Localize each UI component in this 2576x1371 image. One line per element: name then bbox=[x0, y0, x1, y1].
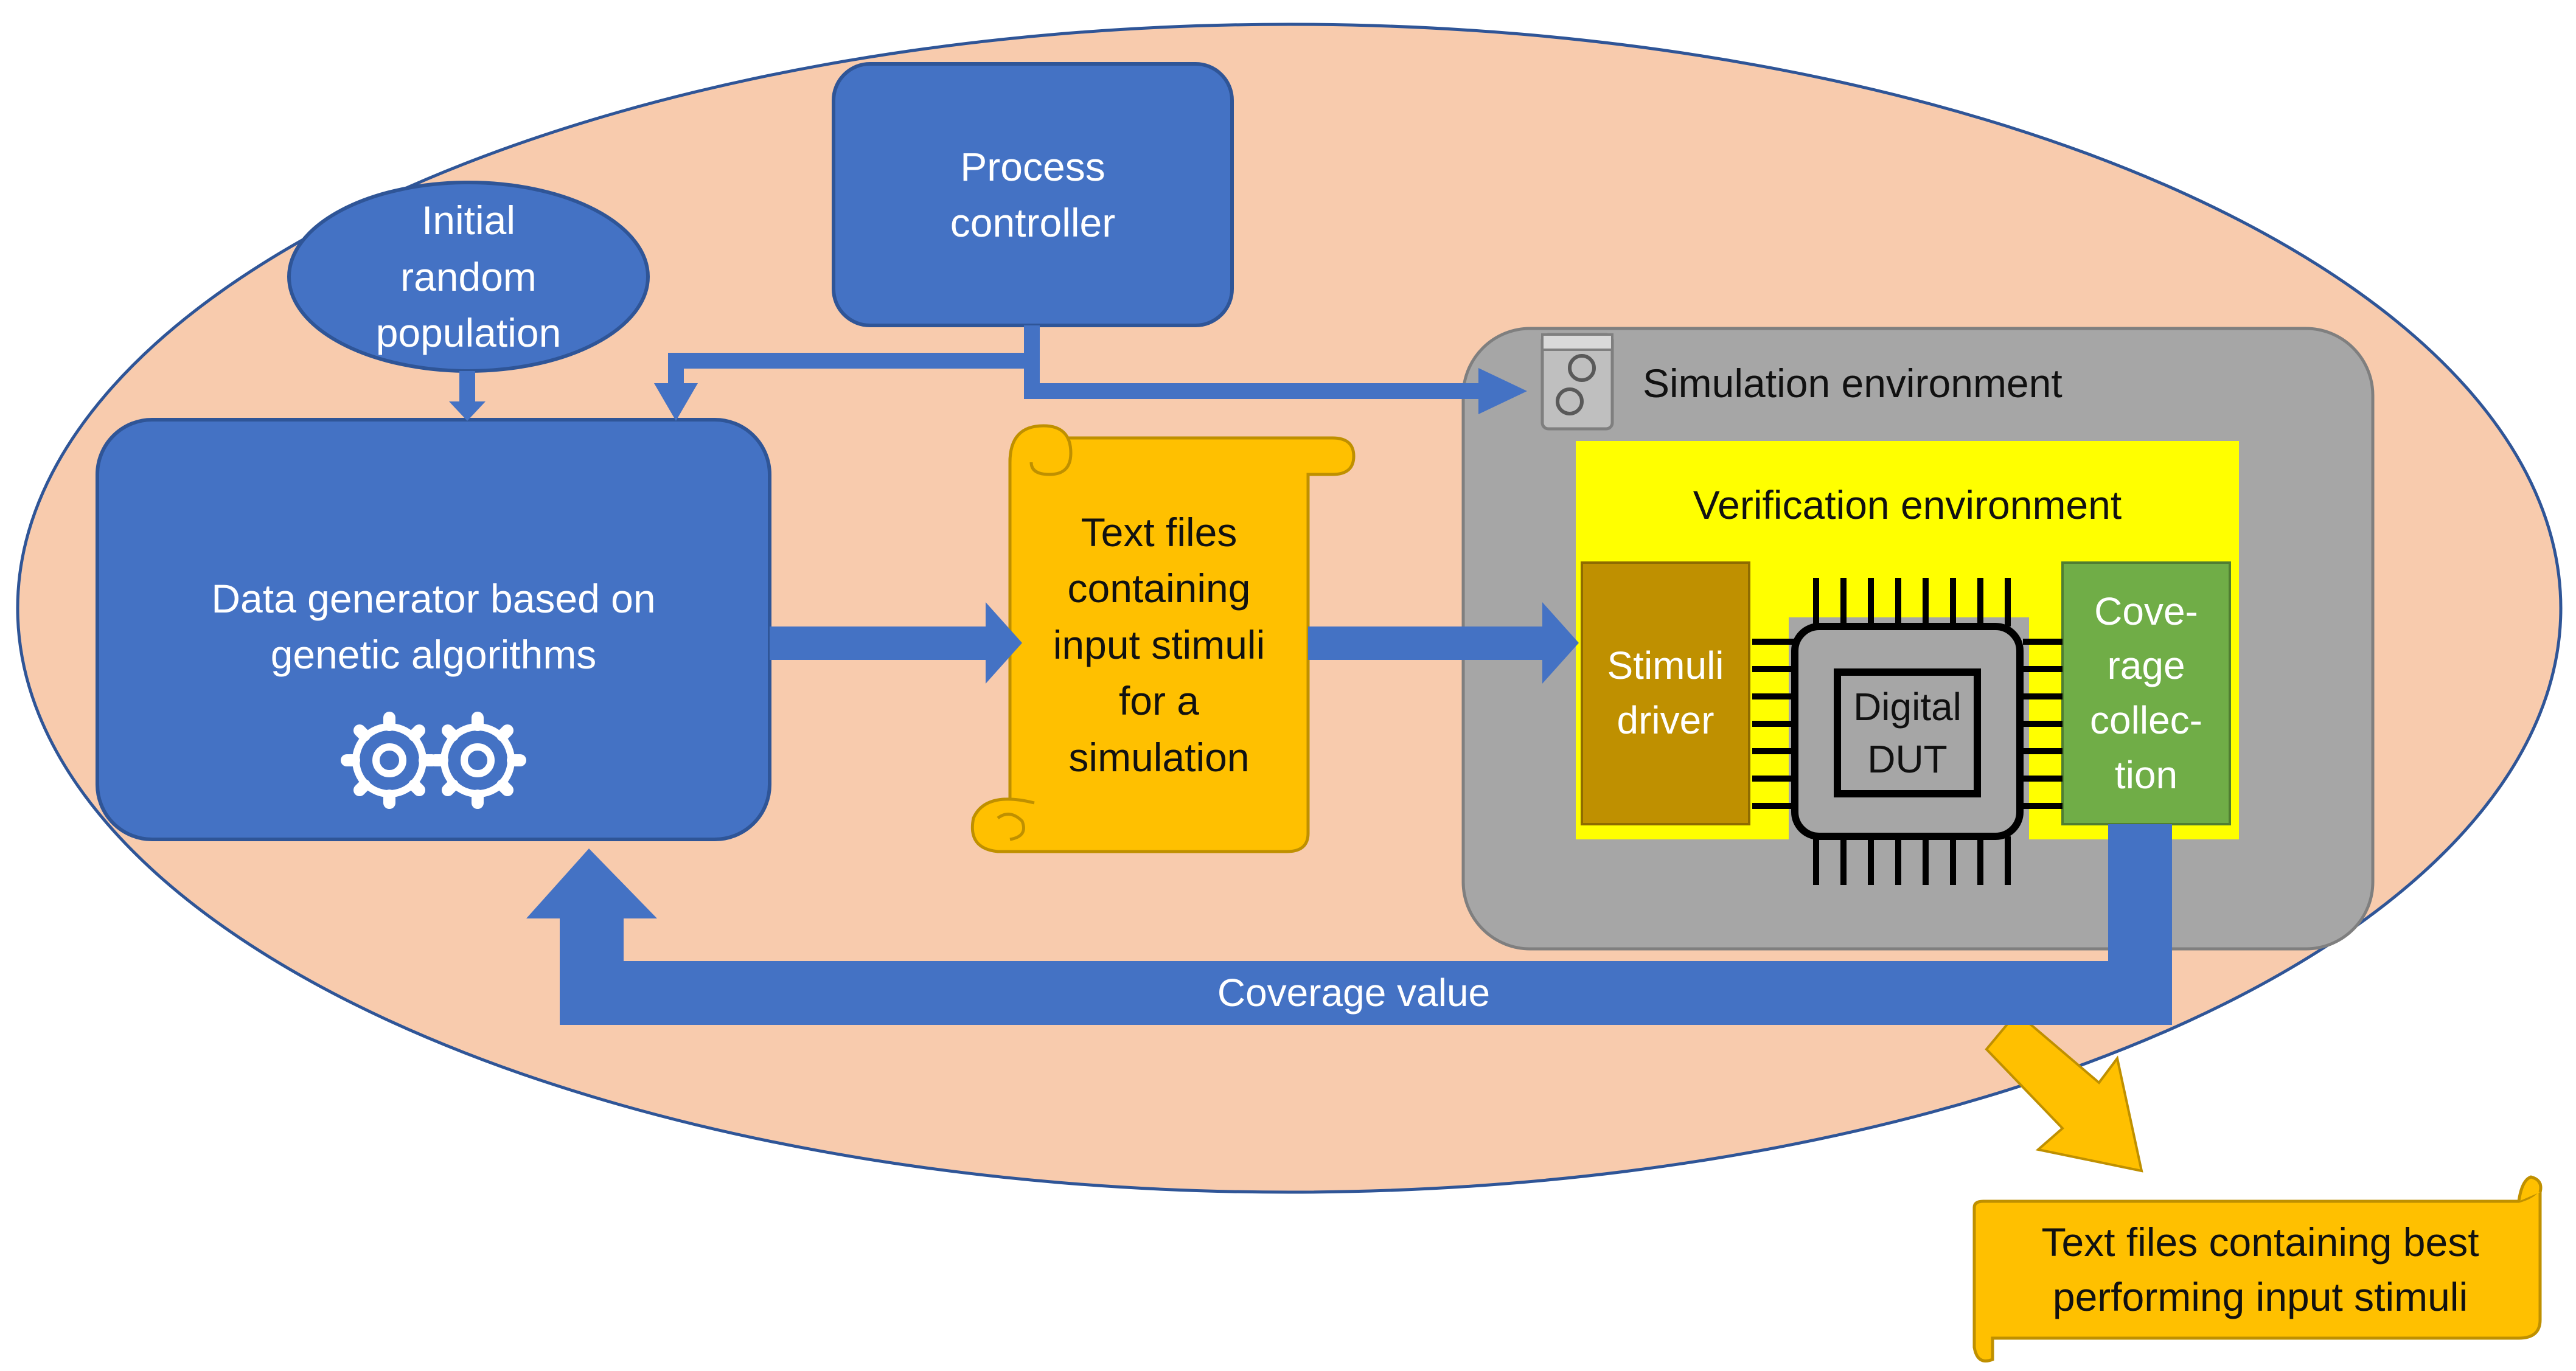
chip-icon bbox=[1752, 578, 2063, 885]
text-files-sim-label: Text files containing input stimuli for … bbox=[1010, 493, 1308, 797]
stimuli-driver-label: Stimuli driver bbox=[1582, 614, 1749, 772]
coverage-collection-line: collec- bbox=[2090, 698, 2202, 742]
process-controller-line: Process bbox=[960, 144, 1105, 189]
text-files-line: Text files bbox=[1081, 510, 1238, 555]
text-files-line: input stimuli bbox=[1053, 622, 1265, 667]
text-files-line: containing bbox=[1067, 566, 1251, 611]
stimuli-driver-box bbox=[1581, 561, 1750, 825]
best-stimuli-line: Text files containing best bbox=[2041, 1220, 2479, 1265]
best-stimuli-scroll bbox=[1972, 1175, 2543, 1362]
verification-environment-label: Verification environment bbox=[1693, 482, 2122, 527]
coverage-collection-line: tion bbox=[2114, 752, 2178, 797]
coverage-collection-line: Cove- bbox=[2094, 589, 2198, 633]
gears-icon bbox=[341, 712, 526, 809]
digital-dut-line: Digital bbox=[1853, 684, 1962, 729]
data-generator-line: genetic algorithms bbox=[270, 632, 597, 677]
data-generator-line: Data generator based on bbox=[211, 575, 656, 621]
best-stimuli-label: Text files containing best performing in… bbox=[1983, 1204, 2537, 1335]
stimuli-driver-line: driver bbox=[1617, 698, 1714, 742]
initial-population-line: random bbox=[400, 254, 537, 299]
text-files-line: for a bbox=[1118, 678, 1200, 724]
coverage-collection-box bbox=[2061, 561, 2231, 825]
script-gears-icon bbox=[1540, 333, 1614, 431]
data-generator-label: Data generator based on genetic algorith… bbox=[97, 547, 770, 706]
process-controller-label: Process controller bbox=[834, 64, 1232, 325]
coverage-collection-line: rage bbox=[2107, 644, 2185, 688]
digital-dut-line: DUT bbox=[1867, 737, 1948, 781]
stimuli-driver-line: Stimuli bbox=[1607, 644, 1724, 688]
process-controller-line: controller bbox=[950, 200, 1116, 245]
simulation-environment-label: Simulation environment bbox=[1643, 360, 2063, 406]
coverage-collection-label: Cove- rage collec- tion bbox=[2063, 578, 2230, 809]
best-stimuli-line: performing input stimuli bbox=[2052, 1274, 2468, 1319]
scroll-icon bbox=[970, 424, 1356, 853]
initial-population-label: Initial random population bbox=[316, 189, 621, 365]
initial-population-line: population bbox=[375, 310, 562, 356]
digital-dut-label: Digital DUT bbox=[1837, 672, 1977, 794]
connector-arrows bbox=[449, 325, 2172, 1025]
coverage-value-label: Coverage value bbox=[1217, 970, 1491, 1015]
text-files-line: simulation bbox=[1068, 734, 1250, 780]
initial-population-line: Initial bbox=[421, 198, 516, 243]
